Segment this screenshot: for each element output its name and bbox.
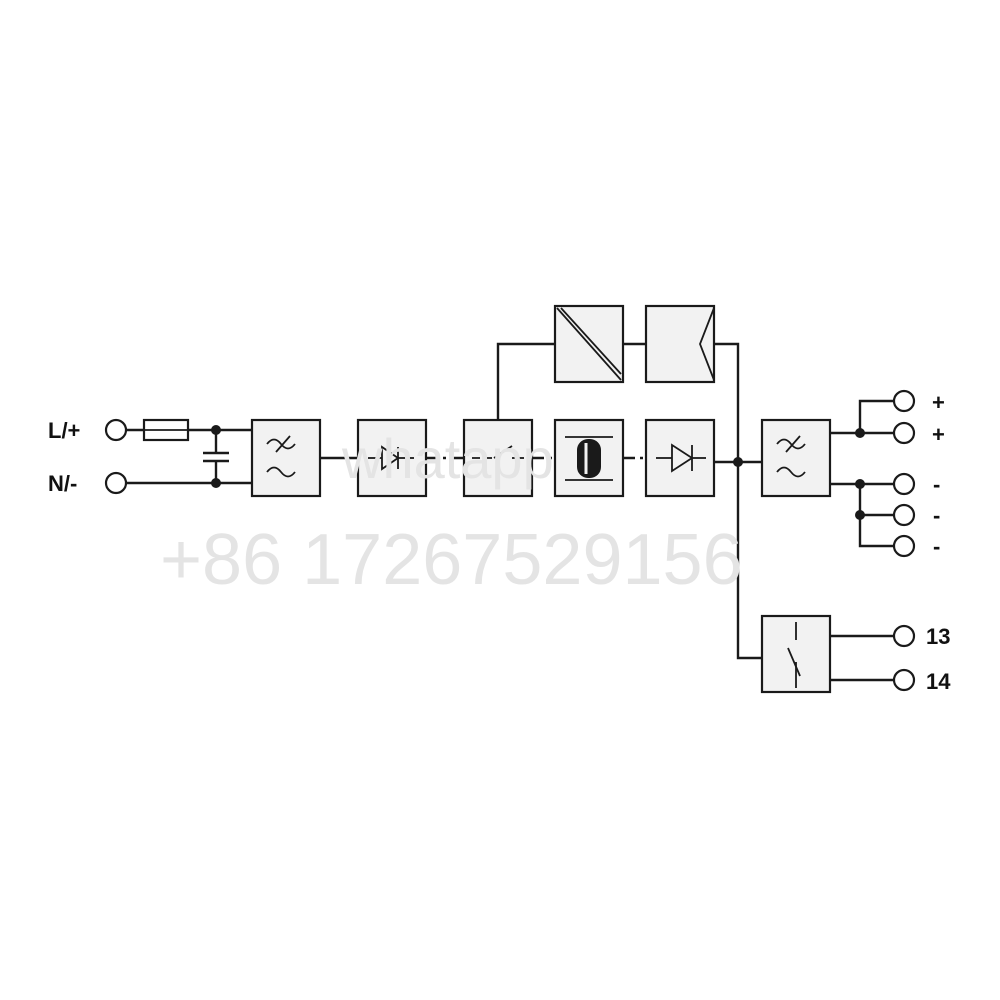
wire-plus (858, 399, 893, 433)
rectifier-block (356, 418, 428, 498)
terminal-minus-1 (892, 472, 916, 496)
wire-switch-control (496, 342, 555, 420)
label-line: L/+ (48, 418, 80, 443)
wave-icon (266, 466, 296, 478)
input-filter-block (250, 418, 322, 498)
watermark-line-1: whatapp (341, 427, 554, 490)
diode-icon (671, 443, 694, 473)
terminal-neutral (104, 471, 128, 495)
terminal-minus-2 (892, 503, 916, 527)
terminal-plus-2 (892, 421, 916, 445)
label-minus-1: - (933, 472, 940, 497)
terminal-14 (892, 668, 916, 692)
watermark-line-2: +86 17267529156 (160, 520, 743, 600)
junction-dot (211, 425, 221, 435)
wave-icon (776, 466, 806, 478)
junction-dot (855, 510, 865, 520)
dc-dc-converter-block (553, 304, 625, 384)
label-plus-2: + (932, 422, 945, 447)
switch-block (462, 418, 534, 498)
output-filter-block (760, 418, 832, 498)
label-contact-13: 13 (926, 624, 950, 649)
wave-icon (776, 438, 806, 450)
transformer-core-icon (577, 439, 601, 478)
wire-feedback-bus (714, 342, 762, 660)
label-neutral: N/- (48, 471, 77, 496)
wave-icon (266, 438, 296, 450)
junction-dot (855, 428, 865, 438)
junction-dot (733, 457, 743, 467)
switch-icon (493, 445, 513, 459)
relay-block (760, 614, 832, 694)
label-plus-1: + (932, 390, 945, 415)
transformer-block (553, 418, 625, 498)
label-contact-14: 14 (926, 669, 951, 694)
label-minus-2: - (933, 503, 940, 528)
label-minus-3: - (933, 534, 940, 559)
switch-contact-icon (787, 647, 801, 677)
junction-dot (855, 479, 865, 489)
terminal-line (104, 418, 128, 442)
terminal-minus-3 (892, 534, 916, 558)
terminal-13 (892, 624, 916, 648)
terminal-plus-1 (892, 389, 916, 413)
output-rectifier-block (644, 418, 716, 498)
diode-icon (381, 445, 400, 471)
regulator-block (644, 304, 716, 384)
junction-dot (211, 478, 221, 488)
capacitor-symbol (203, 430, 229, 483)
chevron-icon (699, 307, 715, 381)
